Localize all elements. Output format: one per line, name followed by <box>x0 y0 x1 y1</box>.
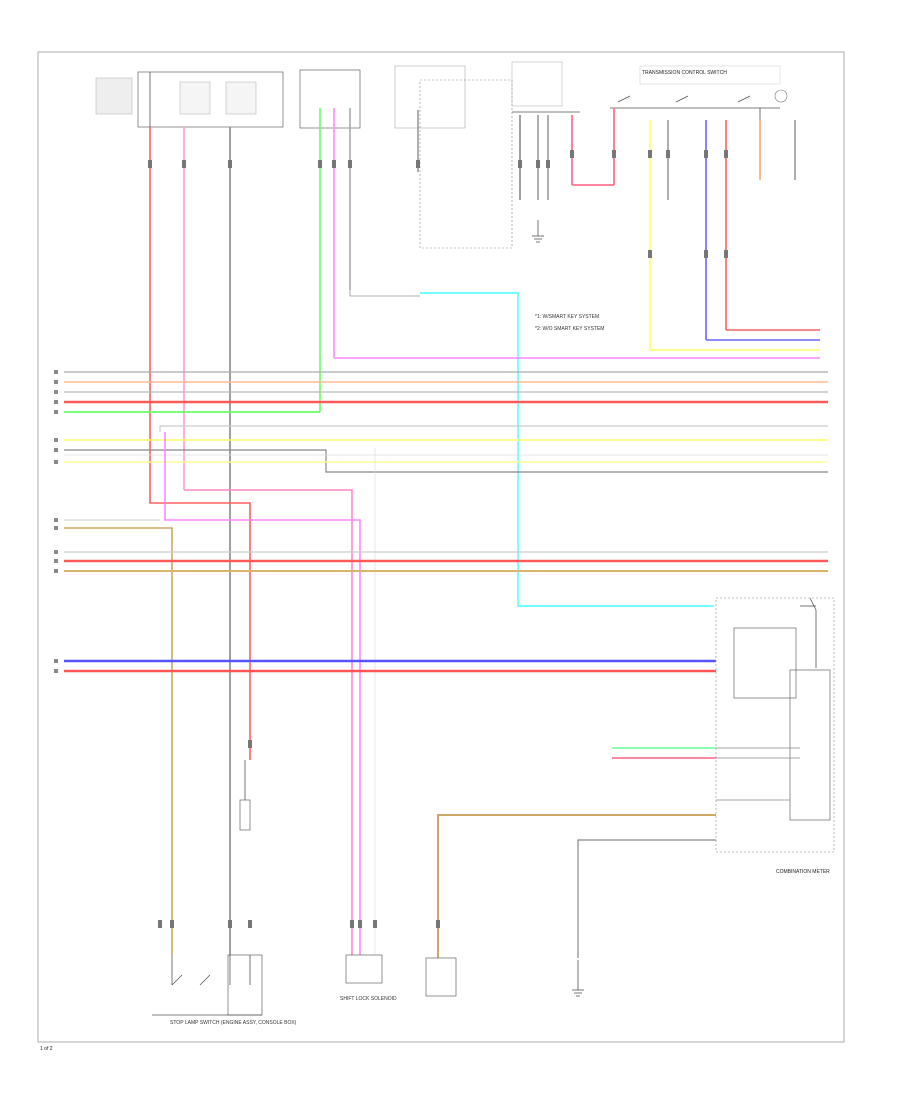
main-harness <box>64 371 828 473</box>
cyan-signal-wire <box>420 292 714 607</box>
bottom-relay <box>425 957 457 997</box>
junction-connector-icon <box>239 760 251 831</box>
combination-meter <box>715 597 835 853</box>
top-fuse-block <box>95 71 284 128</box>
bottom-ground-icon <box>572 960 584 997</box>
stop-lamp-switch-label: STOP LAMP SWITCH (ENGINE ASSY, CONSOLE B… <box>170 1020 297 1026</box>
meter-inputs <box>612 747 800 759</box>
combination-meter-label: COMBINATION METER <box>776 869 830 875</box>
top-connector-block <box>511 61 788 113</box>
meter-feed-lines <box>64 659 716 673</box>
junction-stub <box>349 290 420 297</box>
connector-ticks <box>148 150 728 928</box>
mid-routes <box>64 432 361 955</box>
right-bus-lines <box>334 329 820 359</box>
second-harness <box>64 551 828 572</box>
meter-lower-wiring <box>437 799 790 958</box>
note-no-smart-key: *2: W/O SMART KEY SYSTEM <box>535 326 604 332</box>
diagram-frame <box>37 51 845 1043</box>
switch-contacts <box>610 95 780 120</box>
top-ground-icon <box>532 220 544 243</box>
page-code: 1 of 2 <box>40 1046 53 1052</box>
top-vertical-drops <box>149 108 796 955</box>
note-smart-key: *1: W/SMART KEY SYSTEM <box>535 314 599 320</box>
shift-lock-solenoid-label: SHIFT LOCK SOLENOID <box>340 996 397 1002</box>
left-edge-markers <box>54 370 58 673</box>
top-relay-block <box>299 65 513 249</box>
stop-lamp-switch <box>152 954 263 1016</box>
transmission-control-switch-label: TRANSMISSION CONTROL SWITCH <box>642 70 727 76</box>
shift-lock-solenoid <box>345 954 383 984</box>
